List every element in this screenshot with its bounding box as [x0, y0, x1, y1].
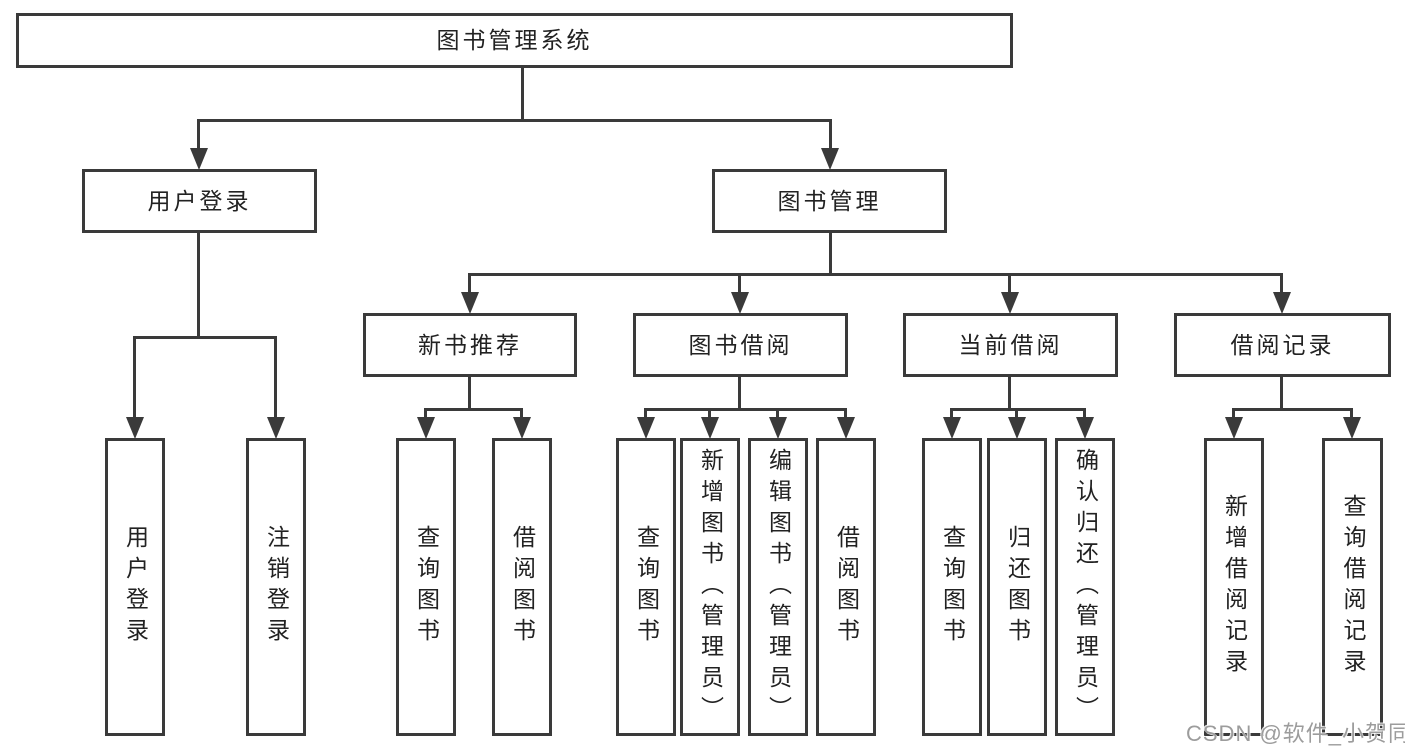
leaf-user-login: 用户登录: [105, 438, 165, 736]
connector-line: [197, 119, 832, 122]
arrowhead: [1001, 292, 1019, 314]
leaf-borrow-book-recommend: 借阅图书: [492, 438, 552, 736]
connector-line: [1008, 273, 1011, 294]
leaf-logout: 注销登录: [246, 438, 306, 736]
arrowhead: [1225, 417, 1243, 439]
connector-line: [133, 336, 277, 339]
arrowhead: [126, 417, 144, 439]
leaf-add-borrow-record: 新增借阅记录: [1204, 438, 1264, 736]
connector-line: [829, 233, 832, 276]
node-book-management: 图书管理: [712, 169, 947, 233]
connector-line: [468, 273, 471, 294]
node-current-borrowing: 当前借阅: [903, 313, 1118, 377]
connector-line: [1350, 408, 1353, 420]
arrowhead: [769, 417, 787, 439]
connector-line: [1008, 377, 1011, 411]
node-new-book-recommend: 新书推荐: [363, 313, 577, 377]
arrowhead: [1343, 417, 1361, 439]
connector-line: [1232, 408, 1235, 420]
connector-line: [708, 408, 711, 420]
connector-line: [829, 119, 832, 150]
connector-line: [133, 336, 136, 419]
leaf-edit-book-admin: 编辑图书（管理员）: [748, 438, 808, 736]
arrowhead: [1076, 417, 1094, 439]
connector-line: [424, 408, 427, 420]
connector-line: [738, 273, 741, 294]
connector-line: [424, 408, 523, 411]
connector-line: [521, 68, 524, 121]
connector-line: [197, 233, 200, 339]
connector-line: [197, 119, 200, 150]
connector-line: [1232, 408, 1353, 411]
connector-line: [1015, 408, 1018, 420]
arrowhead: [417, 417, 435, 439]
leaf-search-book-borrowing: 查询图书: [616, 438, 676, 736]
arrowhead: [637, 417, 655, 439]
connector-line: [738, 377, 741, 411]
connector-line: [1280, 377, 1283, 411]
connector-line: [468, 377, 471, 411]
connector-line: [776, 408, 779, 420]
connector-line: [274, 336, 277, 419]
arrowhead: [943, 417, 961, 439]
arrowhead: [1273, 292, 1291, 314]
arrowhead: [731, 292, 749, 314]
leaf-return-book: 归还图书: [987, 438, 1047, 736]
node-library-management-system: 图书管理系统: [16, 13, 1013, 68]
connector-line: [644, 408, 647, 420]
leaf-borrow-book-borrowing: 借阅图书: [816, 438, 876, 736]
arrowhead: [190, 148, 208, 170]
leaf-add-book-admin: 新增图书（管理员）: [680, 438, 740, 736]
arrowhead: [701, 417, 719, 439]
node-book-borrowing: 图书借阅: [633, 313, 848, 377]
connector-line: [844, 408, 847, 420]
leaf-confirm-return-admin: 确认归还（管理员）: [1055, 438, 1115, 736]
connector-line: [950, 408, 1086, 411]
leaf-search-book-current: 查询图书: [922, 438, 982, 736]
arrowhead: [461, 292, 479, 314]
watermark: CSDN @软件_小贺同学: [1186, 721, 1405, 746]
arrowhead: [513, 417, 531, 439]
leaf-search-borrow-record: 查询借阅记录: [1322, 438, 1383, 736]
connector-line: [468, 273, 1283, 276]
node-borrowing-records: 借阅记录: [1174, 313, 1391, 377]
arrowhead: [1008, 417, 1026, 439]
arrowhead: [821, 148, 839, 170]
connector-line: [1083, 408, 1086, 420]
connector-line: [520, 408, 523, 420]
arrowhead: [267, 417, 285, 439]
node-user-login: 用户登录: [82, 169, 317, 233]
leaf-search-book-recommend: 查询图书: [396, 438, 456, 736]
connector-line: [950, 408, 953, 420]
arrowhead: [837, 417, 855, 439]
connector-line: [1280, 273, 1283, 294]
connector-line: [644, 408, 847, 411]
